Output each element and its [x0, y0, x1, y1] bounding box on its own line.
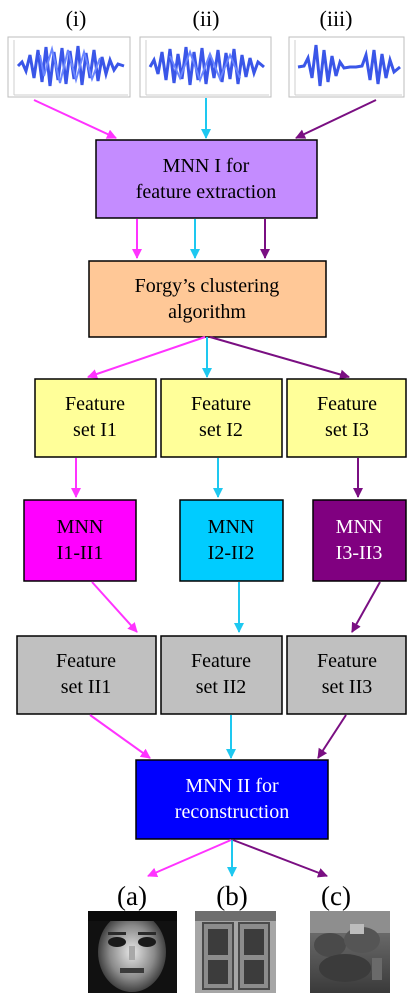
- mnn1-label-line1: MNN I for: [163, 155, 250, 177]
- arrow-mnn-i3-to-set-ii3: [351, 581, 381, 633]
- signal-label-ii: (ii): [193, 6, 220, 31]
- set-ii2-line2: set II2: [196, 676, 247, 698]
- set-ii3-line2: set II3: [322, 676, 373, 698]
- arrow-forgy-to-set-i1: [87, 336, 206, 379]
- mnn-i1-line1: MNN: [57, 516, 104, 538]
- feature-set-i3-box: Feature set I3: [286, 378, 407, 458]
- mnn1-label-line2: feature extraction: [136, 181, 276, 203]
- set-i1-line2: set I1: [73, 419, 117, 441]
- set-i2-line1: Feature: [191, 393, 251, 415]
- arrow-forgy-to-set-i3: [209, 336, 350, 380]
- forgy-label-line2: algorithm: [168, 301, 246, 323]
- forgy-label-line1: Forgy’s clustering: [135, 275, 280, 297]
- output-label-a: (a): [117, 881, 147, 911]
- arrow-set-ii1-to-mnn2: [89, 714, 151, 759]
- set-ii1-line1: Feature: [56, 650, 116, 672]
- mnn1-box: MNN I for feature extraction: [95, 139, 318, 219]
- waveform-iii: [288, 36, 405, 98]
- feature-set-i2-box: Feature set I2: [160, 378, 283, 458]
- arrow-mnn2-to-output-a: [147, 839, 232, 878]
- output-image-face: [88, 911, 177, 993]
- set-i3-line1: Feature: [317, 393, 377, 415]
- mnn-i1-line2: I1-II1: [57, 542, 104, 564]
- arrow-signal-i-to-mnn1: [33, 99, 117, 139]
- mnn-i3-line2: I3-II3: [336, 542, 383, 564]
- arrow-signal-iii-to-mnn1: [295, 99, 377, 139]
- set-i2-line2: set I2: [199, 419, 243, 441]
- set-i3-line2: set I3: [325, 419, 369, 441]
- set-ii2-line1: Feature: [191, 650, 251, 672]
- arrow-set-ii3-to-mnn2: [317, 714, 347, 759]
- output-image-scene: [310, 911, 390, 993]
- set-i1-line1: Feature: [65, 393, 125, 415]
- feature-set-i1-box: Feature set I1: [34, 378, 157, 458]
- feature-set-ii2-box: Feature set II2: [160, 635, 283, 715]
- output-label-c: (c): [321, 881, 351, 911]
- set-ii1-line2: set II1: [61, 676, 112, 698]
- mnn-i2-line2: I2-II2: [208, 542, 255, 564]
- arrow-mnn-i1-to-set-ii1: [91, 581, 138, 633]
- mnn-i2-line1: MNN: [208, 516, 255, 538]
- output-image-windows: [195, 911, 276, 993]
- waveform-ii: [139, 36, 272, 98]
- mnn-i3-ii3-box: MNN I3-II3: [312, 499, 407, 582]
- signal-label-i: (i): [66, 6, 87, 31]
- mnn-i3-line1: MNN: [336, 516, 383, 538]
- forgy-clustering-box: Forgy’s clustering algorithm: [88, 260, 327, 338]
- waveform-i: [7, 36, 131, 98]
- output-label-b: (b): [216, 881, 247, 911]
- feature-set-ii1-box: Feature set II1: [16, 635, 157, 715]
- signal-label-iii: (iii): [320, 6, 353, 31]
- mnn-i2-ii2-box: MNN I2-II2: [179, 499, 284, 582]
- arrow-mnn2-to-output-c: [232, 839, 328, 878]
- mnn-i1-ii1-box: MNN I1-II1: [23, 499, 137, 582]
- mnn2-label-line2: reconstruction: [175, 801, 289, 823]
- set-ii3-line1: Feature: [317, 650, 377, 672]
- feature-set-ii3-box: Feature set II3: [286, 635, 407, 715]
- mnn2-label-line1: MNN II for: [185, 775, 279, 797]
- mnn2-box: MNN II for reconstruction: [135, 759, 329, 840]
